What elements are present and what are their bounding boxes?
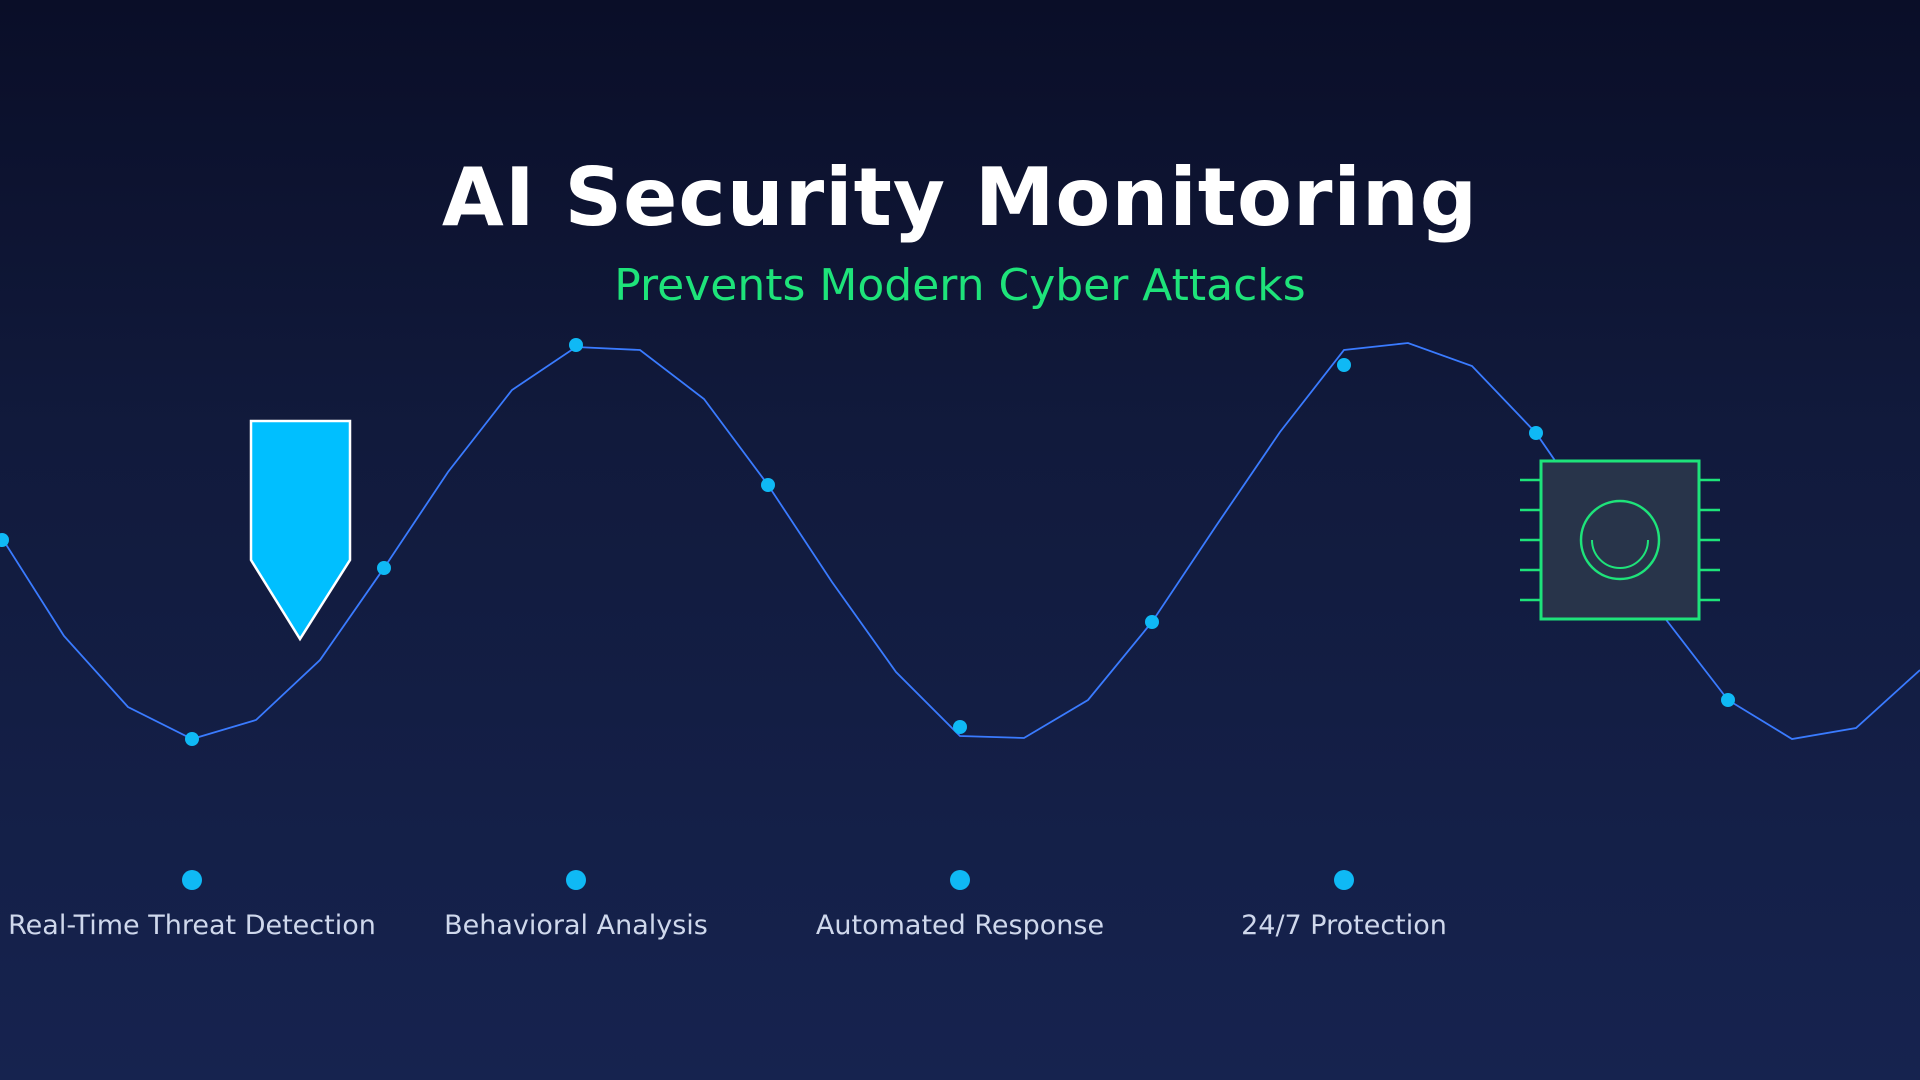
wave-node — [1529, 426, 1543, 440]
page-title: AI Security Monitoring — [441, 151, 1479, 244]
shield-icon — [249, 419, 352, 642]
feature-label-protection: 24/7 Protection — [1241, 910, 1447, 941]
wave-node — [1145, 615, 1159, 629]
wave-node — [569, 338, 583, 352]
ai-chip-icon — [1520, 459, 1720, 621]
feature-label-threat-detection: Real-Time Threat Detection — [8, 910, 376, 941]
wave-node — [761, 478, 775, 492]
wave-node — [185, 732, 199, 746]
feature-marker — [950, 870, 970, 890]
wave-node — [1721, 693, 1735, 707]
feature-label-automated-response: Automated Response — [815, 910, 1105, 941]
page-subtitle: Prevents Modern Cyber Attacks — [614, 260, 1306, 311]
feature-marker — [1334, 870, 1354, 890]
wave-node — [1337, 358, 1351, 372]
feature-marker — [182, 870, 202, 890]
wave-node — [0, 533, 9, 547]
feature-marker — [566, 870, 586, 890]
wave-node — [953, 720, 967, 734]
feature-label-behavioral-analysis: Behavioral Analysis — [444, 910, 708, 941]
wave-node — [377, 561, 391, 575]
